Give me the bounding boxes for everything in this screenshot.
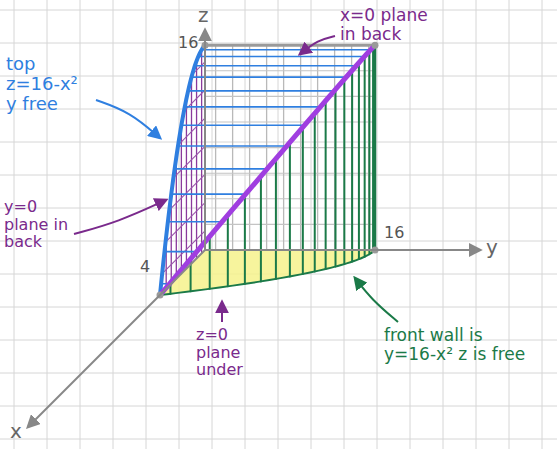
grid-line xyxy=(0,142,557,143)
grid-line xyxy=(476,0,477,449)
grid-line xyxy=(0,307,557,308)
axes xyxy=(28,30,480,427)
axis-label: z xyxy=(198,4,209,26)
annotation-arrows xyxy=(74,36,398,322)
hatch-line xyxy=(275,159,277,279)
front-edge xyxy=(374,45,377,250)
hatch-line xyxy=(201,50,202,254)
axis-label: x xyxy=(10,420,22,442)
hatch-line xyxy=(165,251,197,253)
surface-note: top z=16-x² y free xyxy=(6,54,88,113)
grid-line xyxy=(443,0,444,449)
grid-line xyxy=(542,0,543,449)
hatch-line xyxy=(343,79,345,264)
grid-line xyxy=(344,0,345,449)
wall-note: front wall is y=16-x² z is free xyxy=(384,326,534,363)
leader-arrow xyxy=(74,200,166,234)
grid-line xyxy=(0,76,557,77)
hatch-line xyxy=(368,51,370,254)
grid-line xyxy=(0,439,557,440)
hatch-line xyxy=(244,195,246,284)
hatch-line xyxy=(314,113,316,271)
top-edge xyxy=(205,44,375,47)
hatch-line xyxy=(209,236,211,288)
hatch-line xyxy=(188,90,334,92)
hatch-line xyxy=(335,89,337,266)
hatch-line xyxy=(289,142,291,276)
hatch-line xyxy=(175,168,268,170)
hatch-line xyxy=(351,70,353,261)
hatch-line xyxy=(178,145,287,147)
hatch-line xyxy=(260,176,262,281)
grid-line xyxy=(0,241,557,242)
grid-line xyxy=(245,0,246,449)
y-axis xyxy=(205,249,480,251)
plane-note: x=0 plane in back xyxy=(340,6,440,43)
hatch-line xyxy=(168,221,222,223)
hatch-line xyxy=(202,49,371,51)
grid-line xyxy=(0,175,557,176)
hatch-line xyxy=(364,56,366,256)
hatch-line xyxy=(302,127,304,274)
grid-line xyxy=(113,0,114,449)
hatch-line xyxy=(325,101,327,269)
hatch-line xyxy=(358,63,360,259)
leader-arrow xyxy=(96,100,160,138)
leader-arrow xyxy=(221,302,223,322)
hatch-line xyxy=(198,56,364,58)
grid-line xyxy=(0,43,557,44)
hatch-line xyxy=(192,76,347,78)
x-axis xyxy=(28,250,205,427)
intersection-curve xyxy=(160,45,375,295)
hatch-line xyxy=(205,96,375,97)
hatch-line xyxy=(186,99,187,269)
plane-note: z=0 plane under xyxy=(196,326,270,379)
tick-label: 16 xyxy=(384,224,404,242)
axis-label: y xyxy=(486,236,498,258)
hatch-line xyxy=(191,77,192,263)
grid-line xyxy=(179,0,180,449)
grid-line xyxy=(146,0,147,449)
grid-line xyxy=(0,10,557,11)
grid-line xyxy=(509,0,510,449)
grid-line xyxy=(377,0,378,449)
plane-note: y=0 plane in back xyxy=(4,198,74,251)
hatch-line xyxy=(171,193,245,195)
grid-line xyxy=(0,208,557,209)
hatch-line xyxy=(181,124,304,126)
leader-arrow xyxy=(355,278,398,322)
grid-line xyxy=(0,109,557,110)
hatch-line xyxy=(205,44,375,46)
leader-arrow xyxy=(300,36,335,54)
solid-region xyxy=(157,42,379,299)
hatch-line xyxy=(195,65,356,67)
z-axis xyxy=(204,30,206,250)
grid-line xyxy=(410,0,411,449)
grid-line xyxy=(80,0,81,449)
tick-label: 16 xyxy=(178,34,198,52)
grid-line xyxy=(0,406,557,407)
tick-label: 4 xyxy=(140,258,150,276)
hatch-line xyxy=(205,121,375,122)
